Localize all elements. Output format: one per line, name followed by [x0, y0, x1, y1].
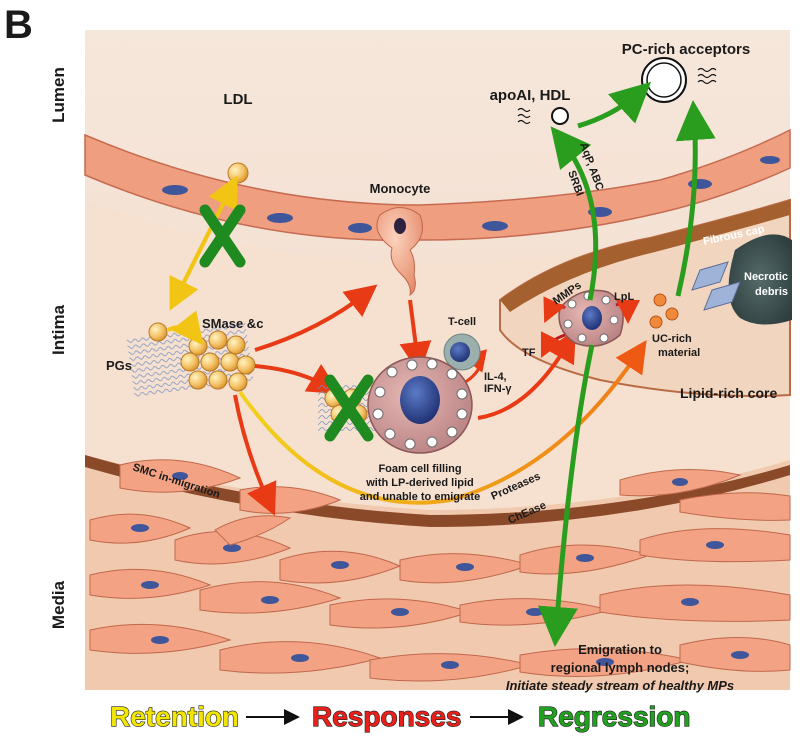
smooth-muscle-cells	[89, 459, 791, 682]
apoai-label: apoAI, HDL	[490, 87, 571, 104]
pc-squiggles	[697, 67, 717, 85]
ldl-particle	[227, 162, 249, 184]
retention-arrow-up	[173, 175, 238, 301]
ldl-label: LDL	[223, 91, 252, 108]
necrotic-label-2: debris	[755, 286, 788, 298]
smase-label: SMase &c	[202, 316, 263, 331]
apoai-squiggles	[517, 107, 531, 125]
uc-label-1: UC-rich	[652, 333, 692, 345]
emigration-label-1: Emigration to	[578, 642, 662, 657]
foam-label-3: and unable to emigrate	[360, 491, 480, 503]
pc-rich-label: PC-rich acceptors	[622, 41, 750, 58]
tf-label: TF	[522, 347, 536, 359]
hdl-to-acceptor-arrow	[577, 81, 652, 129]
necrotic-label-1: Necrotic	[744, 271, 788, 283]
uc-efflux-arrow	[675, 100, 716, 297]
stage-retention: Retention	[110, 701, 239, 732]
panel-letter: B	[4, 3, 33, 47]
necrotic-debris	[728, 234, 792, 325]
media-label: Media	[49, 580, 68, 629]
protease-arrow	[238, 340, 647, 505]
hdl-particle	[551, 107, 569, 125]
fibrous-cap-band	[500, 200, 790, 312]
monocyte-nucleus	[394, 218, 406, 234]
retained-ldl-cluster	[148, 322, 256, 392]
lpl-label: LpL	[614, 291, 634, 303]
emigration-arrow	[537, 344, 595, 647]
tcell-label: T-cell	[448, 316, 476, 328]
smase-arrow	[167, 310, 204, 346]
pc-acceptor-vesicle	[641, 57, 687, 103]
arrow-to-monocyte	[254, 284, 378, 352]
tf-arrow	[540, 331, 566, 359]
foam-label-2: with LP-derived lipid	[365, 477, 474, 489]
foam-label-1: Foam cell filling	[378, 463, 461, 475]
stage-responses: Responses	[312, 701, 461, 732]
uc-rich-droplets	[649, 293, 679, 329]
stage-regression: Regression	[538, 701, 691, 732]
migrating-smc	[214, 515, 292, 546]
foam-nucleus	[400, 376, 440, 424]
block-x-entry	[199, 204, 246, 268]
block-x-foam	[324, 374, 374, 442]
uc-label-2: material	[658, 347, 700, 359]
lipid-core-label: Lipid-rich core	[680, 385, 777, 401]
ifng-label: IFN-γ	[484, 383, 512, 395]
pgs-label: PGs	[106, 358, 132, 373]
lumen-label: Lumen	[49, 67, 68, 123]
arrow-to-foamcell	[254, 363, 341, 395]
monocyte-label: Monocyte	[370, 181, 431, 196]
efflux-arrow	[550, 126, 599, 301]
monocyte-cell	[376, 207, 423, 297]
cholesterol-crystals	[691, 261, 741, 311]
monocyte-to-foam-arrow	[399, 299, 432, 374]
elastic-lamina	[85, 455, 790, 527]
lpl-arrow	[615, 299, 640, 324]
foam-lipid-droplets	[372, 358, 468, 450]
smc-migration-arrow	[233, 394, 277, 516]
intima-label: Intima	[49, 304, 68, 355]
stage-legend: Retention Responses Regression	[109, 700, 691, 732]
mmps-arrow	[543, 296, 566, 324]
emigration-label-2: regional lymph nodes;	[551, 660, 690, 675]
il4-label: IL-4,	[484, 371, 507, 383]
endothelium	[84, 128, 791, 242]
emigration-label-3: Initiate steady stream of healthy MPs	[506, 678, 734, 693]
